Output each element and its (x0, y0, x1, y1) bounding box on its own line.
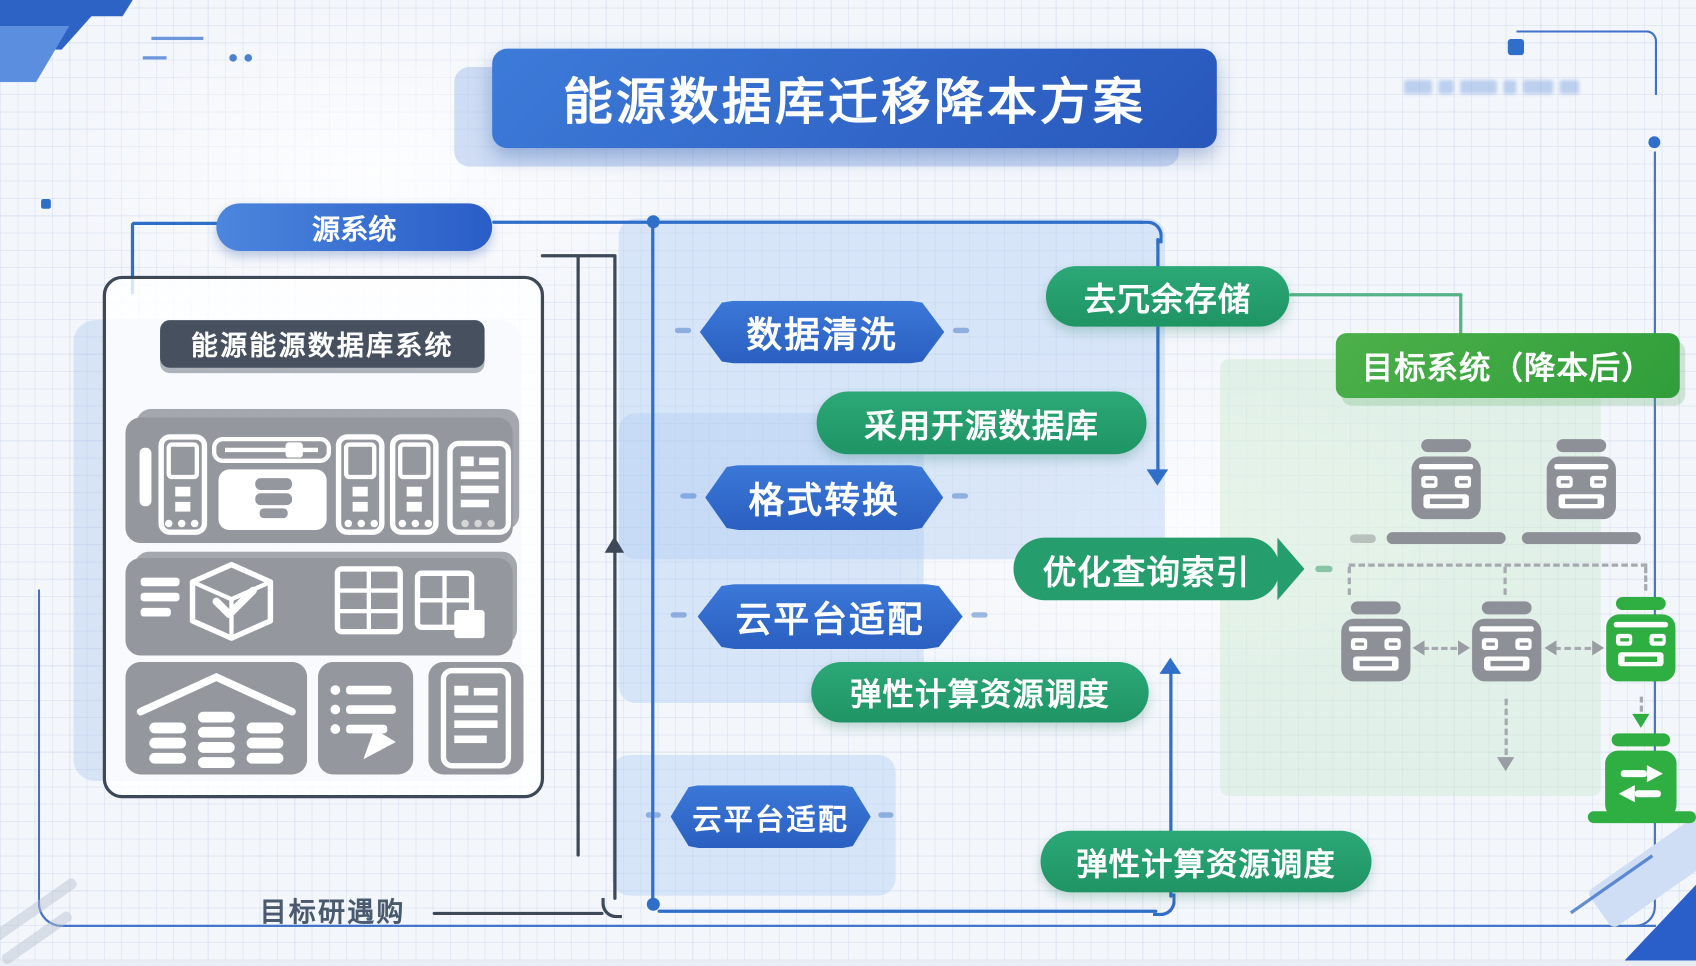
arrow-left-icon (1412, 640, 1425, 656)
target-system-badge: 目标系统（降本后） (1335, 333, 1680, 399)
arrow-down-icon (1146, 469, 1169, 486)
corner-ribbon-top-left-2 (0, 25, 70, 83)
arrow-up-icon (604, 536, 625, 553)
server-rack-icon (125, 408, 520, 543)
server-base-bar-green (1587, 811, 1696, 824)
database-jar-icon (1472, 601, 1542, 682)
dashed-arrow (1554, 646, 1592, 651)
tip-dash (680, 493, 697, 499)
database-jar-icon (1341, 601, 1411, 682)
database-jar-icon-green (1606, 597, 1676, 682)
server-base-dash (1349, 534, 1376, 543)
tip-dash (645, 812, 661, 818)
dashed-connector (1644, 566, 1648, 591)
data-transform-icon (1605, 733, 1677, 818)
connector-down-dedupe (1156, 237, 1160, 472)
tip-dash (1315, 565, 1333, 573)
decor-square-dot (41, 199, 51, 209)
connector-node-dot (646, 215, 660, 229)
page-title: 能源数据库迁移降本方案 (492, 48, 1217, 149)
source-caption: 目标研遇购 (259, 897, 406, 929)
server-base-bar (1521, 532, 1641, 545)
tip-dash (674, 327, 692, 334)
arrow-down-icon (1632, 713, 1650, 728)
dashed-connector (1639, 696, 1643, 712)
dashed-connector (1348, 563, 1648, 567)
source-system-badge: 源系统 (216, 203, 493, 251)
frame-square-icon (1507, 38, 1525, 56)
decor-dot (244, 54, 253, 62)
dashed-connector (1347, 566, 1351, 595)
connector-top (131, 221, 219, 225)
connector-source-to-right (492, 220, 1144, 224)
connector-corner-dark (601, 897, 622, 919)
outer-frame (37, 589, 1656, 927)
connector-dark-a (576, 255, 580, 857)
frame-end-dot (1648, 136, 1661, 149)
database-jar-icon (1546, 439, 1616, 520)
decor-line-tl-2 (142, 56, 167, 60)
decor-dot (229, 54, 237, 62)
tip-dash (971, 612, 988, 618)
arrow-left-icon (1544, 640, 1557, 656)
tip-dash (951, 493, 969, 499)
connector-bottom (657, 909, 1158, 913)
step-cloud-adapt-2: 云平台适配 (670, 785, 871, 848)
cut-optimize-index: 优化查询索引 (1013, 537, 1305, 601)
process-panel-mid (618, 413, 924, 704)
connector-corner (1153, 893, 1176, 917)
connector-node-dot (646, 897, 660, 911)
dashed-arrow (1422, 646, 1457, 651)
database-jar-icon (1411, 439, 1481, 520)
tip-dash (878, 812, 894, 818)
step-format-convert: 格式转换 (705, 465, 944, 530)
arrow-down-icon (1496, 757, 1515, 772)
step-elastic-compute-1: 弹性计算资源调度 (811, 661, 1149, 723)
connector-top-left-drop (130, 222, 135, 295)
document-icon (428, 661, 524, 775)
step-elastic-compute-2: 弹性计算资源调度 (1040, 830, 1372, 893)
step-open-source-db: 采用开源数据库 (816, 391, 1147, 455)
step-data-clean: 数据清洗 (699, 300, 945, 364)
dashed-connector (1503, 566, 1507, 595)
tip-dash (952, 327, 970, 334)
data-warehouse-icon (125, 661, 308, 775)
connector-dark-b (613, 255, 617, 900)
arrow-right-icon (1458, 640, 1470, 656)
server-base-bar (1386, 532, 1506, 545)
arrow-right-icon (1592, 640, 1605, 656)
connector-green-drop (1459, 293, 1463, 337)
task-list-icon (317, 661, 414, 775)
frame-top-right (1516, 30, 1658, 96)
cut-dedupe-storage: 去冗余存储 (1045, 266, 1290, 327)
tip-dash (670, 612, 687, 618)
step-cloud-adapt-1: 云平台适配 (697, 584, 963, 649)
cube-check-table-icon (125, 551, 518, 656)
arrow-up-icon (1159, 657, 1182, 674)
connector-up-elastic (1169, 672, 1173, 898)
connector-corner (1140, 220, 1163, 244)
connector-green (1289, 293, 1463, 297)
dashed-connector (1504, 698, 1508, 755)
source-panel-title: 能源能源数据库系统 (160, 320, 485, 368)
garbled-text-artifact (1403, 80, 1580, 95)
decor-line-tl (151, 36, 204, 41)
connector-mid-vertical (651, 224, 655, 905)
connector-caption-line (432, 911, 604, 916)
